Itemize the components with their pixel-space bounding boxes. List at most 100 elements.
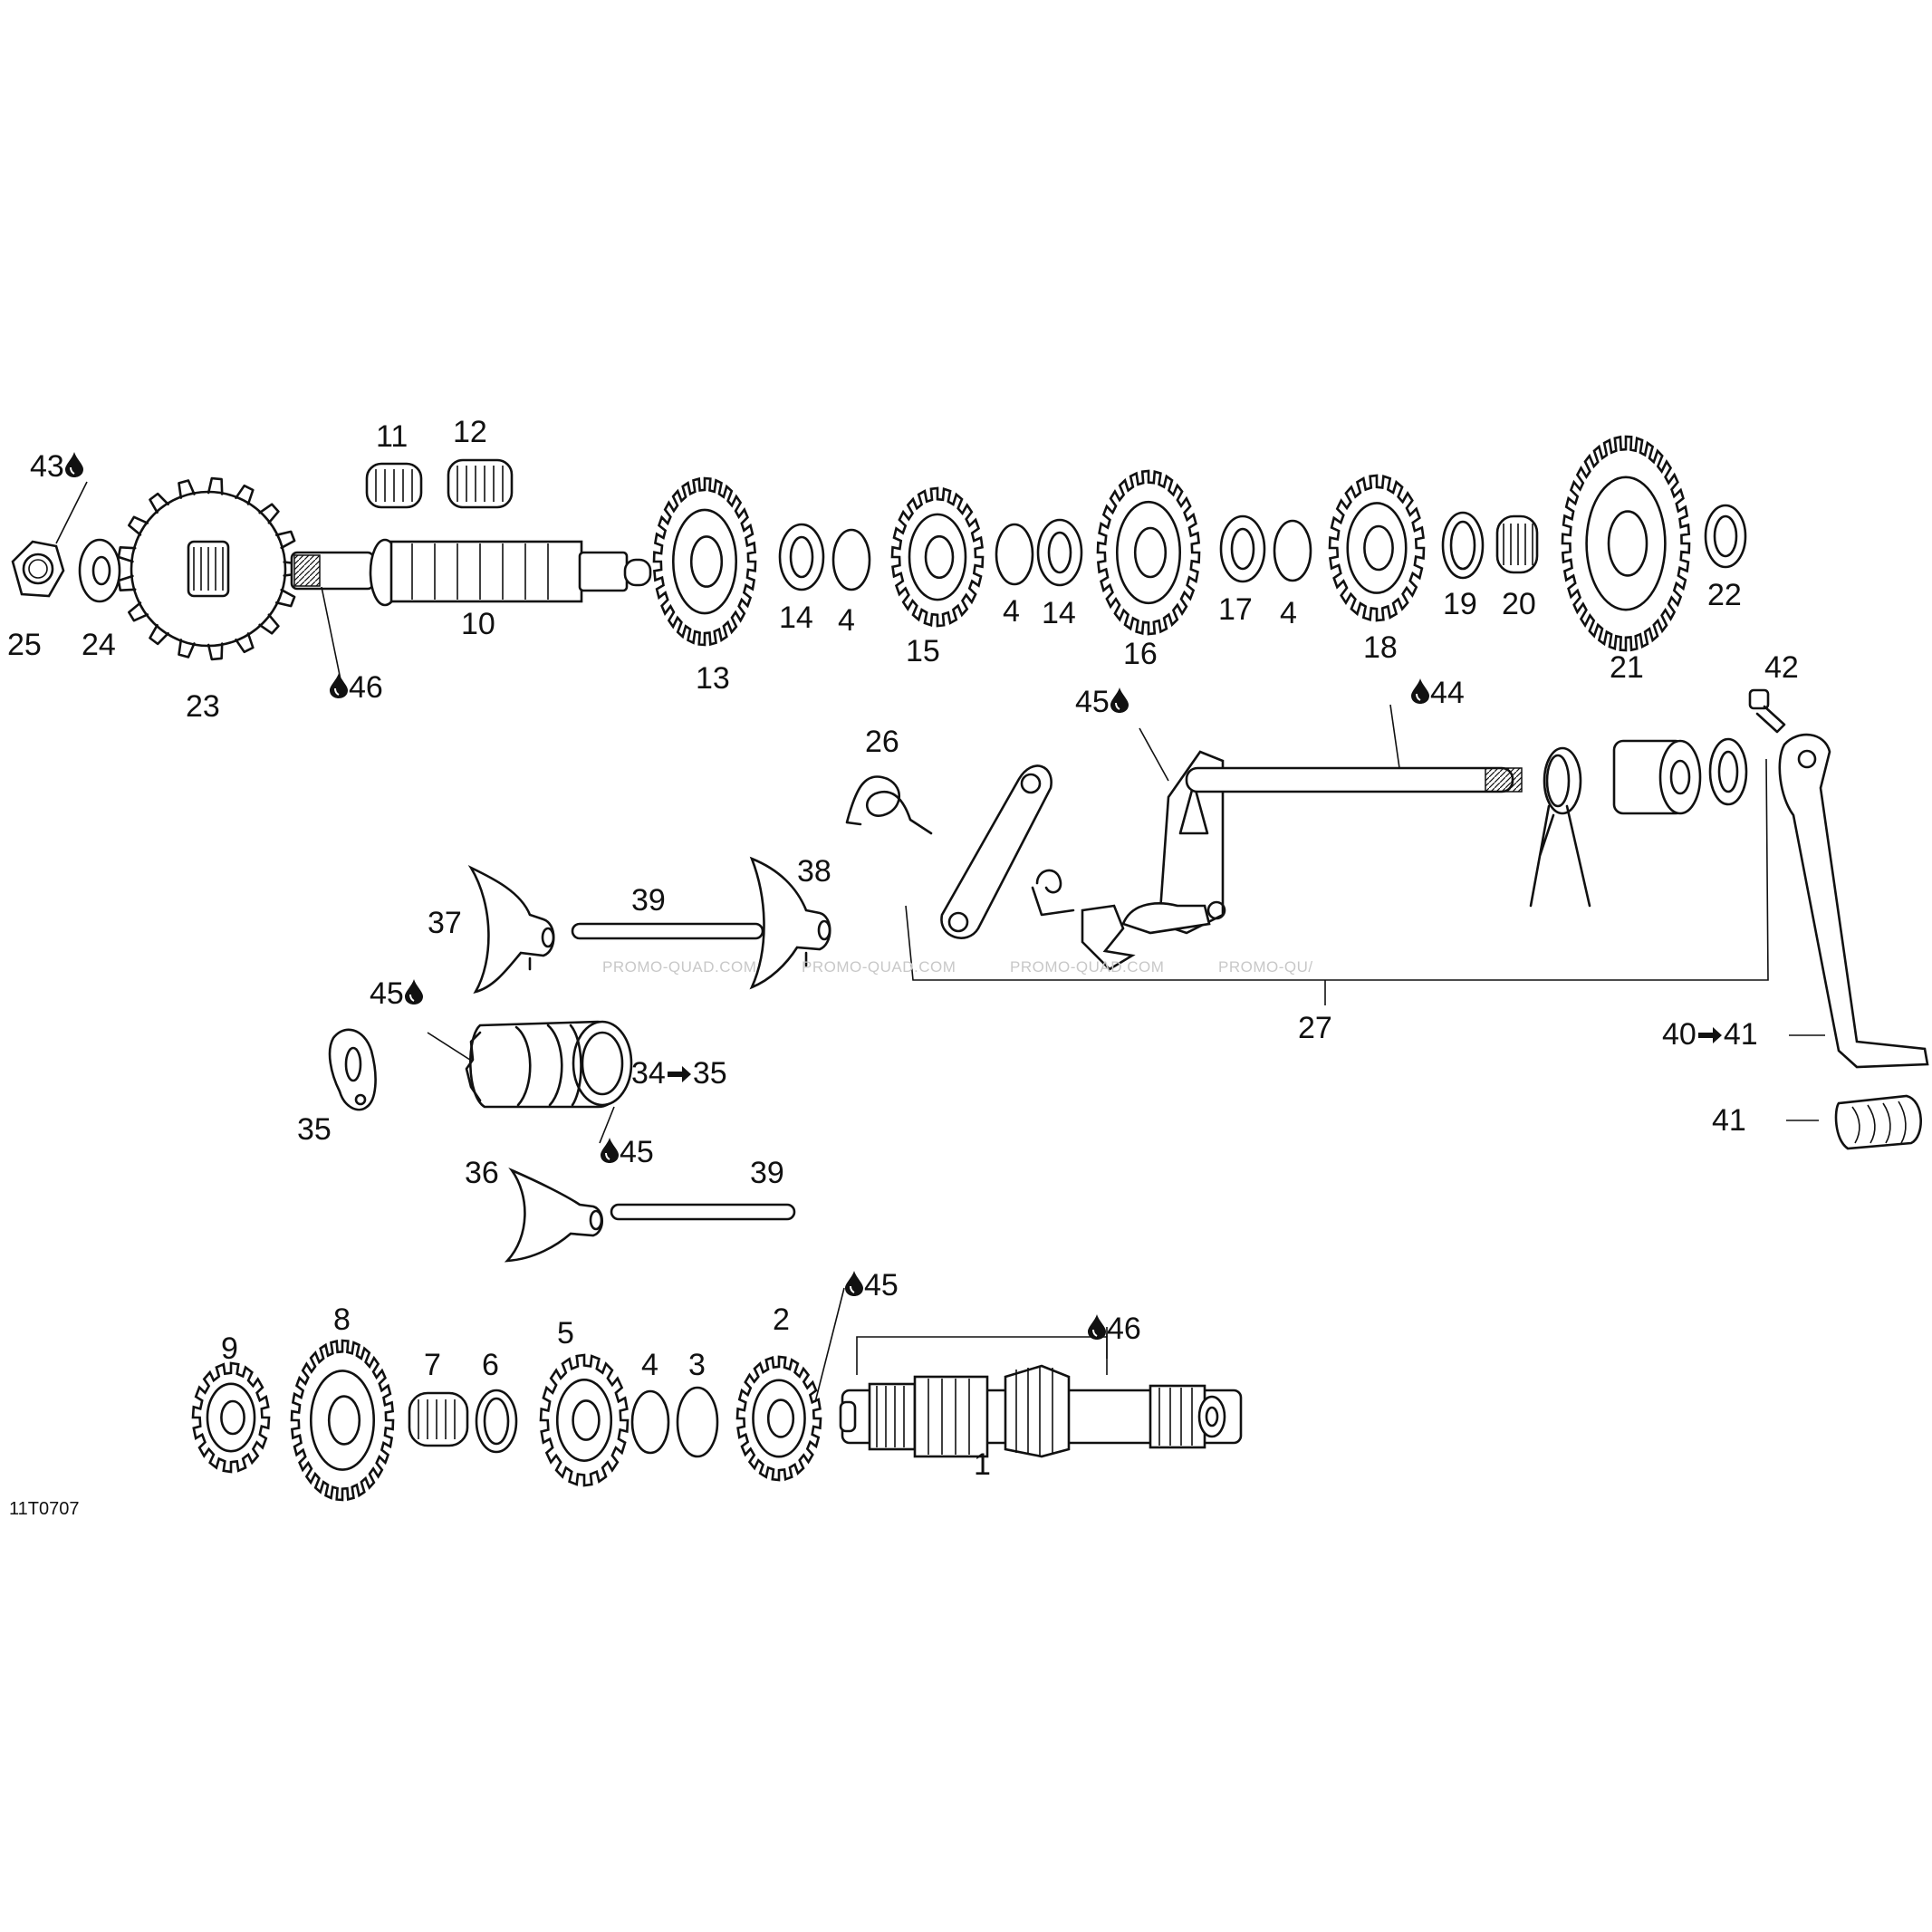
callout-number: 9	[221, 1331, 238, 1366]
shift-drum-34	[465, 1020, 633, 1109]
callout-c19: 19	[1443, 589, 1477, 620]
oil-drop-icon	[404, 979, 423, 1004]
callout-number: 23	[186, 689, 220, 724]
needle-bearing-7	[408, 1391, 469, 1447]
oil-drop-icon	[1110, 687, 1129, 713]
gear-18	[1328, 474, 1426, 622]
callout-number: 12	[453, 415, 487, 449]
oil-drop-icon	[330, 673, 348, 698]
watermark-text: PROMO-QUAD.COM	[802, 958, 956, 976]
needle-bearing-12	[447, 458, 514, 509]
callout-c1: 1	[974, 1449, 991, 1480]
callout-c5: 5	[557, 1318, 574, 1349]
callout-number: 1	[974, 1447, 991, 1482]
callout-c4b: 4	[1003, 596, 1020, 627]
callout-number: 10	[461, 607, 495, 641]
callout-number: 14	[779, 601, 813, 635]
callout-number: 8	[333, 1302, 351, 1337]
callout-target-number: 41	[1723, 1017, 1758, 1052]
needle-bearing-11	[365, 462, 423, 509]
callout-number: 43	[30, 449, 64, 484]
circlip-3	[676, 1386, 719, 1458]
fork-rod-39a	[571, 922, 764, 940]
arrow-right-icon	[1697, 1027, 1722, 1043]
shift-arm	[940, 764, 1053, 939]
callout-number: 37	[428, 906, 462, 940]
watermark-text: PROMO-QUAD.COM	[602, 958, 757, 976]
callout-c24: 24	[82, 630, 116, 660]
callout-number: 26	[865, 725, 899, 759]
circlip-4b	[995, 523, 1034, 586]
oil-drop-icon	[1411, 678, 1429, 704]
circlip-4a	[831, 528, 871, 591]
callout-number: 39	[750, 1156, 784, 1190]
callout-number: 25	[7, 628, 42, 662]
callout-c2: 2	[773, 1304, 790, 1335]
gear-15	[890, 486, 985, 628]
callout-number: 2	[773, 1302, 790, 1337]
oil-drop-icon	[64, 452, 83, 477]
callout-c40: 40 41	[1662, 1019, 1758, 1050]
sprocket-23	[117, 476, 301, 661]
lever-rubber-41	[1834, 1094, 1922, 1150]
callout-number: 45	[620, 1135, 654, 1169]
callout-number: 27	[1298, 1011, 1332, 1045]
output-shaft-1	[839, 1364, 1243, 1458]
gear-5	[539, 1353, 630, 1487]
oil-drop-icon	[1088, 1314, 1106, 1340]
spring-26	[845, 775, 933, 835]
top-gears	[652, 435, 1691, 652]
splined-washer-17	[1219, 514, 1266, 583]
shift-fork-36	[504, 1167, 604, 1263]
shift-fork-37	[467, 864, 555, 995]
washer-22	[1704, 504, 1747, 569]
gear-8	[290, 1339, 395, 1502]
callout-number: 15	[906, 634, 940, 668]
callout-target-number: 35	[692, 1056, 727, 1091]
callout-number: 16	[1123, 637, 1158, 671]
screw-42	[1748, 688, 1786, 734]
callout-c12: 12	[453, 417, 487, 447]
callout-number: 42	[1764, 650, 1799, 685]
callout-c43: 43	[30, 451, 84, 482]
callout-c36: 36	[465, 1158, 499, 1188]
return-spring	[1529, 746, 1591, 908]
assembly-bracket-27	[905, 758, 1769, 981]
circlip-4c	[1273, 519, 1312, 582]
callout-c21: 21	[1610, 652, 1644, 683]
washer-lever	[1708, 737, 1748, 806]
callout-c6: 6	[482, 1350, 499, 1380]
callout-number: 6	[482, 1348, 499, 1382]
nut-25	[11, 540, 65, 598]
shift-shaft-27	[1121, 750, 1523, 935]
callout-number: 36	[465, 1156, 499, 1190]
shift-lever-40	[1778, 733, 1929, 1069]
callout-number: 18	[1363, 630, 1398, 665]
gear-13	[652, 476, 757, 647]
callout-number: 13	[696, 661, 730, 696]
callout-number: 45	[370, 976, 404, 1011]
callout-number: 41	[1712, 1103, 1746, 1138]
callout-number: 3	[688, 1348, 706, 1382]
callout-c25: 25	[7, 630, 42, 660]
bottom-gears	[191, 1339, 822, 1502]
callout-number: 4	[641, 1348, 658, 1382]
callout-number: 20	[1502, 587, 1536, 621]
callout-c9: 9	[221, 1333, 238, 1364]
callout-c26: 26	[865, 726, 899, 757]
oil-drop-icon	[845, 1271, 863, 1296]
callout-number: 44	[1430, 676, 1465, 710]
callout-number: 4	[1003, 594, 1020, 629]
shift-fork-38	[749, 856, 831, 990]
callout-c27: 27	[1298, 1013, 1332, 1043]
circlip-4d	[630, 1389, 670, 1455]
callout-number: 4	[1280, 596, 1297, 630]
watermark-text: PROMO-QUAD.COM	[1010, 958, 1165, 976]
callout-c4d: 4	[641, 1350, 658, 1380]
callout-number: 40	[1662, 1017, 1697, 1052]
gear-16	[1096, 469, 1201, 636]
main-shaft-10	[290, 538, 652, 607]
callout-c39a: 39	[631, 885, 666, 916]
callout-c45a: 45	[1075, 687, 1129, 717]
